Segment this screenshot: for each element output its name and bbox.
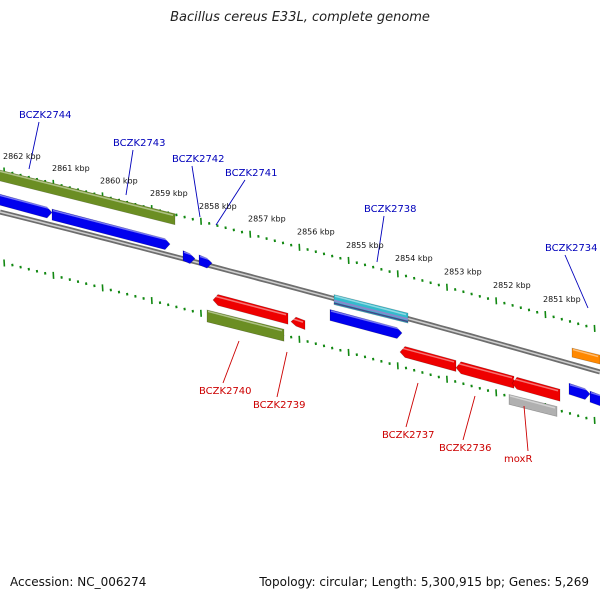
gene-feature-red [455, 361, 515, 389]
scale-label: 2860 kbp [100, 176, 138, 185]
gene-leader-line [222, 340, 240, 384]
scale-label: 2861 kbp [52, 164, 90, 173]
gene-feature-blue [329, 309, 403, 339]
gene-feature-blue-highlight [199, 255, 211, 261]
gene-leader-line [191, 165, 201, 218]
gene-label: BCZK2742 [172, 154, 225, 165]
gene-feature-blue-highlight [183, 251, 194, 256]
gene-feature-blue-highlight [0, 194, 51, 210]
gene-label: BCZK2739 [253, 400, 306, 411]
gene-feature-red-highlight [213, 295, 287, 316]
gene-feature-blue-highlight [569, 384, 589, 391]
gene-label: BCZK2740 [199, 386, 252, 397]
gene-feature-stripe [333, 302, 409, 323]
gene-label: BCZK2744 [19, 110, 72, 121]
gene-feature-cyan-highlight [334, 295, 407, 316]
gene-feature-green [0, 169, 176, 226]
gene-leader-line [523, 405, 529, 452]
scale-label: 2851 kbp [543, 295, 581, 304]
gene-feature-red-highlight [400, 347, 455, 363]
gene-feature-green-highlight [207, 310, 283, 332]
scale-label: 2856 kbp [297, 228, 335, 237]
gene-feature-orange [571, 347, 600, 365]
gene-label: BCZK2741 [225, 168, 278, 179]
gene-feature-red-highlight [456, 362, 513, 379]
gene-label: moxR [504, 454, 532, 465]
scale-label: 2857 kbp [248, 215, 286, 224]
gene-feature-green [206, 309, 285, 342]
scale-label: 2852 kbp [493, 281, 531, 290]
gene-leader-line [405, 382, 419, 428]
gene-feature-red [290, 316, 306, 331]
gene-leader-line [125, 149, 134, 196]
gene-feature-red-highlight [291, 317, 304, 323]
scale-label: 2858 kbp [199, 202, 237, 211]
gene-feature-orange-highlight [572, 348, 599, 358]
gene-label: BCZK2743 [113, 138, 166, 149]
gene-leader-line [276, 351, 288, 398]
map-title: Bacillus cereus E33L, complete genome [170, 10, 430, 25]
gene-label: BCZK2734 [545, 243, 598, 254]
gene-feature-blue-highlight [52, 209, 169, 241]
gene-feature-blue [182, 250, 196, 265]
accession-label: Accession: NC_006274 [10, 575, 147, 589]
scale-label: 2862 kbp [3, 152, 41, 161]
gene-feature-grey [508, 394, 558, 417]
gene-feature-blue [568, 382, 591, 400]
gene-label: BCZK2736 [439, 443, 492, 454]
gene-leader-line [215, 179, 246, 226]
scale-label: 2854 kbp [395, 254, 433, 263]
gene-feature-grey-highlight [509, 395, 556, 409]
scale-label: 2859 kbp [150, 189, 188, 198]
gene-leader-line [462, 395, 476, 441]
gene-label: BCZK2738 [364, 204, 417, 215]
gene-feature-blue [0, 193, 53, 219]
gene-leader-line [28, 121, 40, 170]
gene-leader-line [376, 215, 385, 263]
gene-feature-blue-highlight [590, 391, 600, 397]
gene-label: BCZK2737 [382, 430, 435, 441]
gene-feature-stripe [333, 299, 409, 321]
gene-feature-blue [198, 254, 213, 269]
scale-label: 2855 kbp [346, 241, 384, 250]
gene-feature-blue-highlight [330, 310, 401, 330]
gene-feature-blue [589, 390, 600, 407]
scale-label: 2853 kbp [444, 267, 482, 276]
gene-feature-red [399, 346, 457, 372]
gene-feature-red [511, 376, 561, 402]
gene-feature-red-highlight [512, 378, 559, 392]
gene-feature-green-highlight [0, 170, 174, 216]
backbone-highlight [0, 211, 600, 373]
gene-feature-red [212, 294, 289, 325]
genome-summary: Topology: circular; Length: 5,300,915 bp… [259, 575, 589, 589]
gene-feature-blue [51, 208, 171, 250]
gene-leader-line [564, 254, 589, 309]
